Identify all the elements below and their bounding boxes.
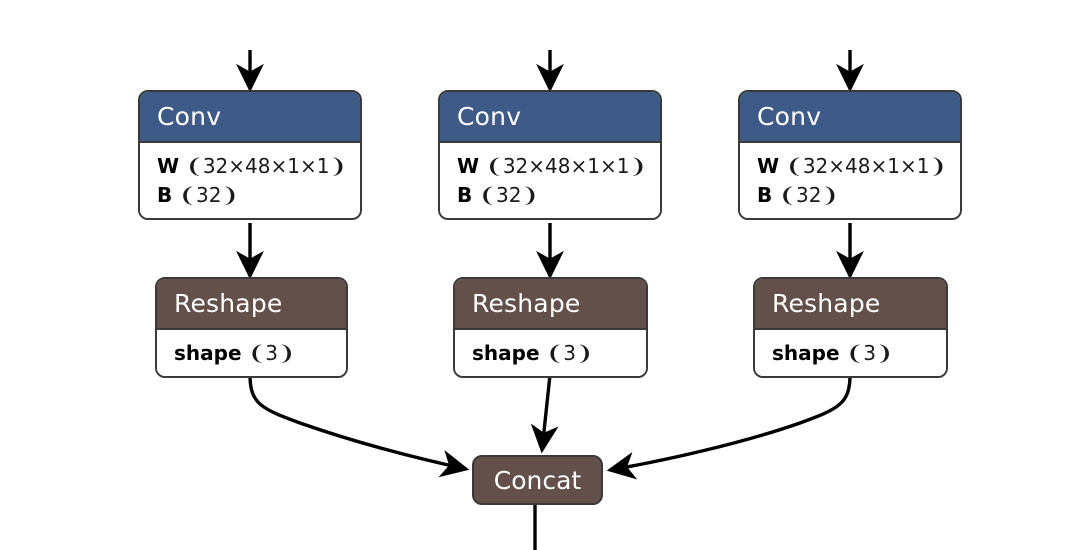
- node-reshape-left[interactable]: Reshape shape❨3❩: [155, 277, 348, 378]
- attr-key: B: [757, 183, 773, 207]
- node-concat[interactable]: Concat: [472, 455, 603, 505]
- attr-row-bias: B❨32❩: [457, 181, 660, 210]
- attr-row-weight: W❨32×48×1×1❩: [757, 152, 960, 181]
- attr-row-weight: W❨32×48×1×1❩: [157, 152, 360, 181]
- attr-value: ❨3❩: [846, 341, 893, 365]
- node-conv-right[interactable]: Conv W❨32×48×1×1❩ B❨32❩: [738, 90, 962, 220]
- node-conv-left-title: Conv: [140, 92, 360, 143]
- node-concat-title: Concat: [493, 465, 582, 495]
- attr-value: ❨3❩: [248, 341, 295, 365]
- attr-key: shape: [174, 341, 242, 365]
- node-reshape-middle[interactable]: Reshape shape❨3❩: [453, 277, 648, 378]
- attr-row-weight: W❨32×48×1×1❩: [457, 152, 660, 181]
- attr-value: ❨32❩: [779, 183, 839, 207]
- attr-value: ❨32×48×1×1❩: [186, 154, 347, 178]
- node-conv-middle[interactable]: Conv W❨32×48×1×1❩ B❨32❩: [438, 90, 662, 220]
- attr-key: W: [457, 154, 480, 178]
- node-conv-right-body: W❨32×48×1×1❩ B❨32❩: [740, 143, 960, 218]
- attr-row-shape: shape❨3❩: [772, 339, 946, 368]
- attr-value: ❨32❩: [479, 183, 539, 207]
- attr-value: ❨32×48×1×1❩: [786, 154, 947, 178]
- attr-value: ❨3❩: [546, 341, 593, 365]
- node-conv-middle-title: Conv: [440, 92, 660, 143]
- attr-key: W: [157, 154, 180, 178]
- attr-key: shape: [472, 341, 540, 365]
- node-reshape-right-body: shape❨3❩: [755, 330, 946, 376]
- node-conv-right-title: Conv: [740, 92, 960, 143]
- attr-value: ❨32❩: [179, 183, 239, 207]
- edge-reshape-middle-to-concat: [530, 374, 559, 454]
- node-reshape-right-title: Reshape: [755, 279, 946, 330]
- attr-row-shape: shape❨3❩: [174, 339, 346, 368]
- edge-reshape-left-to-concat: [248, 374, 470, 478]
- attr-value: ❨32×48×1×1❩: [486, 154, 647, 178]
- edge-reshape-right-to-concat: [606, 374, 852, 480]
- attr-row-bias: B❨32❩: [757, 181, 960, 210]
- node-reshape-right[interactable]: Reshape shape❨3❩: [753, 277, 948, 378]
- attr-key: B: [157, 183, 173, 207]
- node-reshape-left-title: Reshape: [157, 279, 346, 330]
- node-conv-left[interactable]: Conv W❨32×48×1×1❩ B❨32❩: [138, 90, 362, 220]
- attr-key: B: [457, 183, 473, 207]
- attr-row-shape: shape❨3❩: [472, 339, 646, 368]
- attr-row-bias: B❨32❩: [157, 181, 360, 210]
- node-reshape-middle-title: Reshape: [455, 279, 646, 330]
- attr-key: W: [757, 154, 780, 178]
- node-reshape-middle-body: shape❨3❩: [455, 330, 646, 376]
- node-conv-left-body: W❨32×48×1×1❩ B❨32❩: [140, 143, 360, 218]
- attr-key: shape: [772, 341, 840, 365]
- node-reshape-left-body: shape❨3❩: [157, 330, 346, 376]
- node-conv-middle-body: W❨32×48×1×1❩ B❨32❩: [440, 143, 660, 218]
